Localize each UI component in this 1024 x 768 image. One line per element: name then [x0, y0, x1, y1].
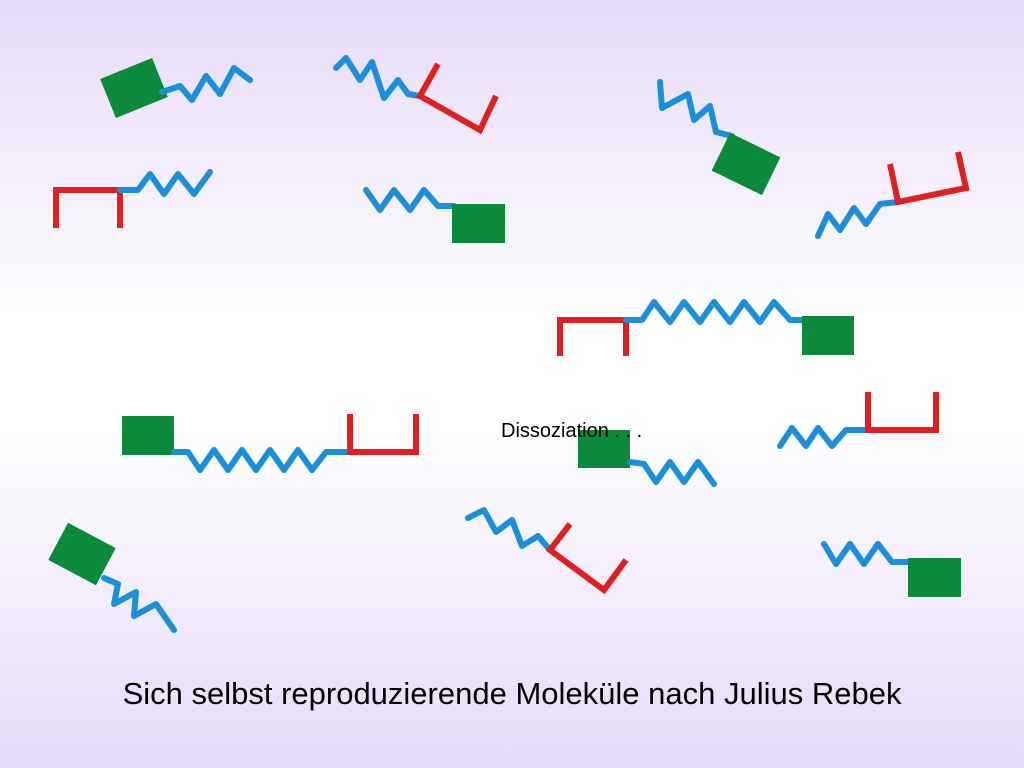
- red-bracket: [865, 392, 939, 433]
- molecule-block-chain-3: [48, 522, 177, 633]
- green-block: [711, 132, 781, 196]
- molecule-bracket-chain-1: [53, 169, 213, 228]
- red-bracket: [545, 522, 629, 595]
- molecule-chain-bracket-4: [465, 507, 629, 595]
- wavy-chain: [465, 507, 553, 553]
- green-block: [802, 316, 854, 355]
- red-bracket: [887, 151, 970, 206]
- molecule-chain-block-2: [363, 187, 505, 243]
- dissociation-label: Dissoziation . . .: [501, 420, 643, 442]
- wavy-chain: [821, 541, 913, 567]
- molecule-block-chain-1: [100, 58, 253, 118]
- molecule-bracket-chain-block-1: [557, 299, 854, 356]
- wavy-chain: [623, 299, 807, 325]
- wavy-chain: [815, 199, 901, 239]
- green-block: [908, 558, 961, 597]
- green-block: [578, 430, 630, 468]
- red-bracket: [53, 187, 123, 228]
- red-bracket: [347, 414, 419, 455]
- wavy-chain: [657, 79, 735, 139]
- molecule-chain-block-1: [657, 79, 781, 196]
- wavy-chain: [333, 55, 423, 101]
- wavy-chain: [117, 169, 213, 197]
- molecule-block-chain-bracket-1: [122, 414, 419, 473]
- green-block: [100, 58, 168, 118]
- wavy-chain: [171, 447, 353, 473]
- wavy-chain: [363, 187, 457, 213]
- molecule-chain-bracket-1: [333, 55, 499, 135]
- red-bracket: [557, 317, 629, 356]
- wavy-chain: [627, 459, 717, 487]
- green-block: [452, 204, 505, 243]
- green-block: [48, 522, 116, 586]
- wavy-chain: [101, 575, 177, 633]
- molecule-chain-block-3: [821, 541, 961, 597]
- molecule-block-chain-2: [578, 430, 717, 487]
- wavy-chain: [159, 65, 253, 103]
- molecule-chain-bracket-3: [777, 392, 939, 449]
- slide-caption: Sich selbst reproduzierende Moleküle nac…: [122, 676, 902, 711]
- wavy-chain: [777, 425, 871, 449]
- red-bracket: [415, 62, 499, 135]
- molecule-chain-bracket-2: [815, 151, 970, 239]
- green-block: [122, 416, 174, 455]
